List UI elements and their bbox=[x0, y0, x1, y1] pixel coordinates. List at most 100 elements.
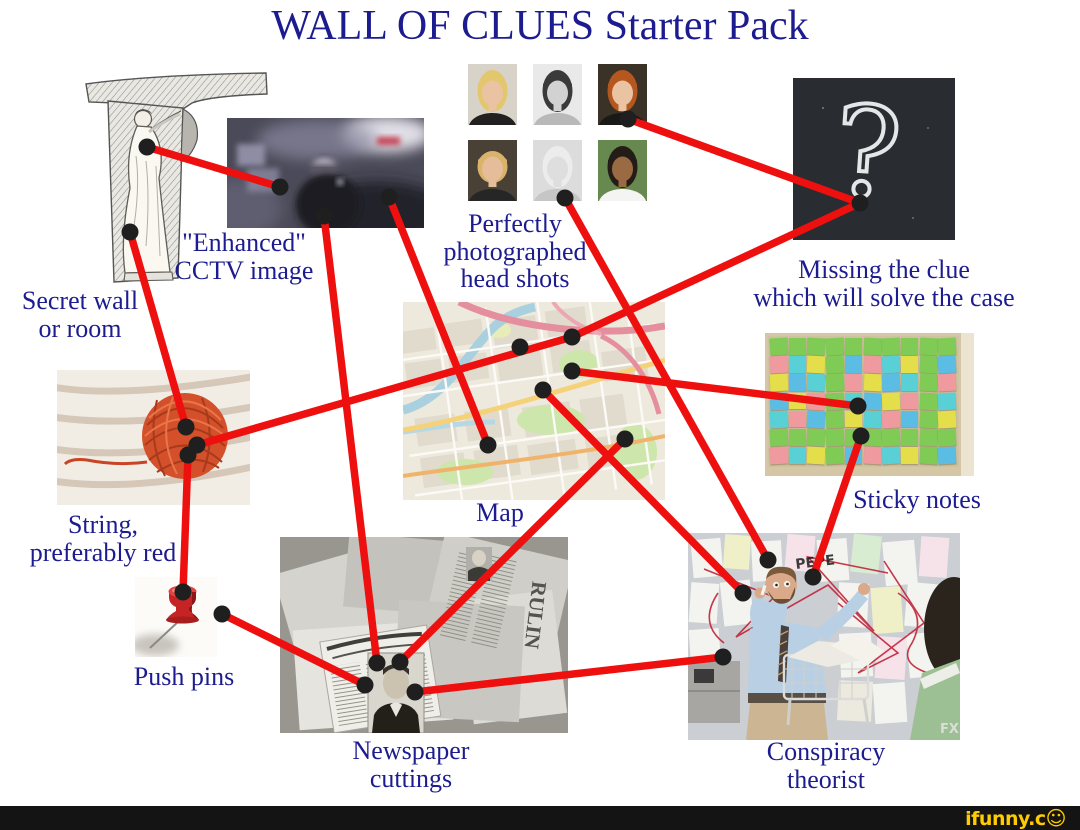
sticky-note bbox=[806, 355, 826, 374]
smiley-icon: ☺ bbox=[1045, 806, 1067, 830]
question-mark-glyph: ? bbox=[829, 79, 905, 227]
sticky-note bbox=[844, 392, 863, 410]
sticky-note bbox=[900, 429, 919, 446]
sticky-note bbox=[900, 410, 919, 428]
sticky-note bbox=[937, 392, 957, 410]
headshot-photo bbox=[598, 140, 647, 201]
headshot-photo bbox=[598, 64, 647, 125]
sticky-note bbox=[769, 428, 788, 446]
sticky-note bbox=[825, 446, 845, 465]
sticky-note bbox=[937, 428, 957, 446]
headshot-photo bbox=[533, 140, 582, 201]
headshot-photo bbox=[468, 140, 517, 201]
sticky-note bbox=[844, 429, 863, 446]
ifunny-logo: ifunny.c☺ bbox=[965, 806, 1066, 830]
sticky-note bbox=[788, 356, 807, 373]
sticky-note bbox=[881, 446, 901, 465]
sticky-note bbox=[788, 429, 807, 446]
sticky-note bbox=[900, 338, 919, 355]
sticky-note bbox=[900, 356, 919, 373]
sticky-notes-image bbox=[765, 333, 974, 476]
sticky-note bbox=[806, 428, 826, 446]
sticky-note bbox=[806, 446, 826, 465]
sticky-notes-grid bbox=[768, 336, 959, 467]
sticky-note bbox=[769, 373, 788, 392]
caption-newspaper: Newspaper cuttings bbox=[352, 736, 470, 793]
sticky-note bbox=[863, 428, 882, 446]
sticky-note bbox=[806, 337, 826, 355]
caption-map: Map bbox=[476, 498, 524, 527]
ifunny-logo-text: ifunny.c bbox=[965, 808, 1046, 830]
cctv-image bbox=[202, 116, 452, 245]
sticky-note bbox=[937, 373, 957, 392]
sticky-note bbox=[825, 355, 845, 374]
sticky-note bbox=[937, 355, 957, 374]
sticky-note bbox=[844, 410, 863, 428]
headshot-photo bbox=[533, 64, 582, 125]
sticky-note bbox=[788, 392, 807, 410]
sticky-note bbox=[806, 373, 826, 392]
mail-cart bbox=[782, 633, 884, 726]
sticky-note bbox=[769, 392, 788, 410]
newspaper-image: RULIN bbox=[273, 531, 575, 734]
sticky-note bbox=[769, 337, 788, 355]
sticky-note bbox=[881, 355, 901, 374]
sticky-note bbox=[900, 392, 919, 410]
sticky-note bbox=[863, 446, 882, 465]
caption-secret-wall: Secret wall or room bbox=[21, 286, 139, 343]
sticky-note bbox=[825, 428, 845, 446]
conspiracy-man bbox=[746, 566, 870, 740]
sticky-note bbox=[863, 337, 882, 355]
sticky-note bbox=[788, 338, 807, 355]
sticky-note bbox=[937, 337, 957, 355]
chalkboard-question-image: ? bbox=[793, 77, 955, 240]
caption-cctv: "Enhanced" CCTV image bbox=[174, 228, 314, 285]
map-image bbox=[395, 288, 675, 512]
caption-sticky-notes: Sticky notes bbox=[853, 485, 981, 514]
sticky-note bbox=[937, 446, 957, 465]
red-string-image bbox=[46, 370, 258, 505]
sticky-note bbox=[788, 410, 807, 428]
sticky-note bbox=[806, 392, 826, 410]
conspiracy-theorist-image: PEPE bbox=[688, 533, 984, 740]
sticky-note bbox=[919, 446, 938, 465]
headshot-photo bbox=[468, 64, 517, 125]
watermark-bar: ifunny.c☺ bbox=[0, 806, 1080, 830]
caption-push-pins: Push pins bbox=[133, 662, 235, 691]
sticky-note bbox=[769, 446, 788, 465]
sticky-note bbox=[825, 410, 845, 428]
sticky-note bbox=[769, 410, 788, 428]
sticky-note bbox=[937, 410, 957, 428]
caption-conspiracy: Conspiracy theorist bbox=[766, 737, 886, 794]
sticky-note bbox=[844, 374, 863, 391]
caption-missing-clue: Missing the clue which will solve the ca… bbox=[753, 255, 1015, 312]
caption-headshots: Perfectly photographed head shots bbox=[443, 209, 587, 294]
sticky-note bbox=[863, 355, 882, 374]
page-title: WALL OF CLUES Starter Pack bbox=[271, 3, 809, 49]
sticky-note bbox=[881, 410, 901, 428]
sticky-note bbox=[881, 373, 901, 392]
sticky-note bbox=[806, 410, 826, 428]
sticky-board-margin bbox=[961, 333, 974, 476]
sticky-note bbox=[919, 428, 938, 446]
sticky-note bbox=[900, 447, 919, 464]
sticky-note bbox=[919, 355, 938, 374]
channel-watermark: FX bbox=[940, 722, 959, 737]
sticky-note bbox=[919, 410, 938, 428]
sticky-note bbox=[788, 447, 807, 464]
push-pin-image bbox=[131, 577, 217, 657]
sticky-note bbox=[788, 374, 807, 391]
sticky-note bbox=[825, 392, 845, 410]
sticky-note bbox=[844, 447, 863, 464]
sticky-note bbox=[919, 337, 938, 355]
sticky-note bbox=[881, 392, 901, 410]
sticky-note bbox=[881, 428, 901, 446]
sticky-note bbox=[919, 373, 938, 392]
sticky-note bbox=[919, 392, 938, 410]
sticky-note bbox=[844, 356, 863, 373]
caption-string: String, preferably red bbox=[29, 510, 177, 567]
sticky-note bbox=[844, 338, 863, 355]
sticky-note bbox=[769, 355, 788, 374]
sticky-note bbox=[863, 410, 882, 428]
